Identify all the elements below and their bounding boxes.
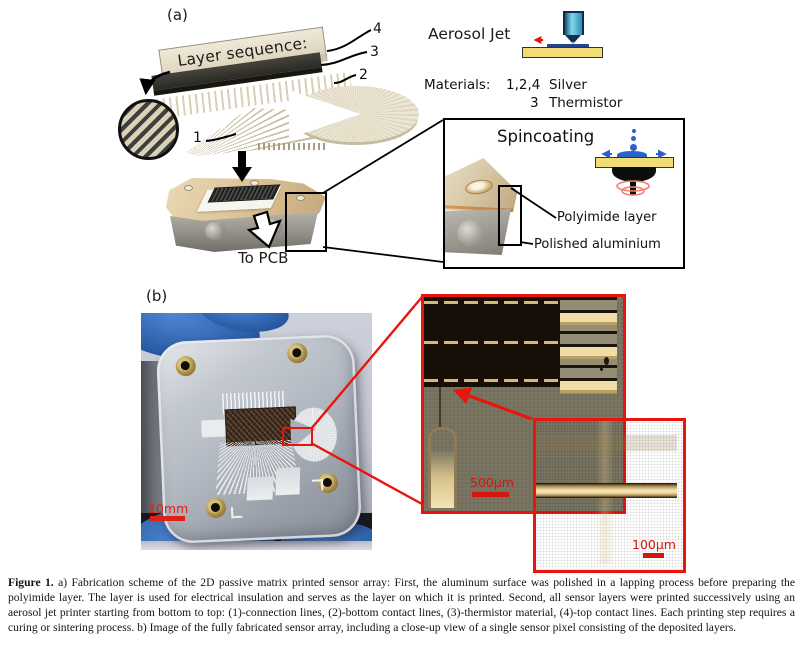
polished-aluminium-label: Polished aluminium	[534, 237, 661, 252]
figure-caption: Figure 1. a) Fabrication scheme of the 2…	[8, 576, 795, 636]
polished-corner-piece	[444, 158, 523, 258]
zoom-connector-bottom	[322, 246, 444, 263]
droplet-icon	[631, 136, 636, 141]
corner-screw	[286, 342, 308, 364]
figure-caption-text: a) Fabrication scheme of the 2D passive …	[8, 576, 795, 634]
printed-contact-bar	[201, 419, 228, 438]
device-screw-hole	[184, 185, 193, 191]
aerosol-jet-nozzle-tip-icon	[565, 35, 581, 44]
device-screw-hole	[296, 195, 305, 201]
panel-b-label: (b)	[146, 287, 168, 305]
device-bore-hole-right	[262, 218, 282, 236]
micrograph-inset-box: 100μm	[533, 418, 686, 573]
leader-line-3	[320, 51, 368, 66]
substrate-icon	[522, 47, 603, 58]
layer-1-pad-dots	[258, 143, 328, 150]
contact-line-gold	[424, 301, 560, 304]
polyimide-layer-label: Polyimide layer	[557, 210, 657, 225]
printed-pad-left	[246, 476, 274, 501]
inset-scale-bar	[643, 553, 664, 558]
materials-silver-name: Silver	[549, 77, 587, 93]
spincoater-stem-icon	[630, 180, 636, 195]
layer-label-4: 4	[373, 21, 382, 37]
aerosol-jet-nozzle-icon	[563, 11, 584, 35]
zoom-circle-icon	[118, 99, 179, 160]
corner-bore-hole	[457, 220, 484, 246]
aerosol-jet-title: Aerosol Jet	[428, 25, 511, 43]
closeup-scale-bar-label: 500μm	[470, 475, 514, 490]
corner-zoom-outline	[285, 192, 327, 252]
debris-speck	[600, 367, 603, 371]
closeup-scale-bar	[472, 492, 509, 497]
spincoater-chuck-icon	[612, 167, 656, 182]
inset-gold-contact-line	[536, 483, 677, 498]
pixel-zoom-outline	[282, 427, 313, 446]
layer-1-fan-disc	[289, 86, 419, 142]
printed-trace-icon	[547, 44, 589, 48]
debris-speck	[604, 357, 609, 365]
connection-line-loop	[428, 427, 457, 508]
materials-label: Materials:	[424, 77, 491, 93]
materials-thermistor-name: Thermistor	[549, 95, 623, 111]
device-bore-hole-left	[205, 222, 225, 240]
contact-line-gold	[424, 341, 560, 344]
panel-a-label: (a)	[167, 6, 188, 24]
alignment-mark	[311, 479, 324, 491]
corner-screw	[175, 355, 197, 377]
sensor-array-photo: 10mm	[141, 313, 372, 550]
materials-silver-layers: 1,2,4	[506, 77, 541, 93]
connection-line-vertical	[439, 387, 441, 429]
down-arrow-icon	[232, 151, 252, 182]
corner-screw	[205, 497, 227, 519]
coating-blob-icon	[617, 151, 647, 159]
inset-band	[536, 435, 677, 451]
layer-label-3: 3	[370, 44, 379, 60]
leader-line-4	[326, 29, 372, 52]
contact-line-gold	[424, 379, 560, 382]
device-screw-hole	[250, 180, 259, 186]
alignment-mark	[230, 506, 243, 519]
photo-scale-bar-label: 10mm	[148, 501, 189, 516]
spincoating-title: Spincoating	[497, 127, 595, 146]
figure-caption-label: Figure 1.	[8, 576, 54, 589]
droplet-icon	[632, 129, 636, 133]
thermistor-dark-region	[424, 297, 560, 387]
table-surface	[141, 541, 372, 550]
contact-lines-stripes	[560, 297, 617, 394]
fan-disc-notch	[289, 90, 361, 139]
inset-scale-bar-label: 100μm	[632, 537, 676, 552]
layer-label-2: 2	[359, 67, 368, 83]
photo-scale-bar	[150, 516, 185, 521]
layer-label-1: 1	[193, 130, 202, 146]
to-pcb-label: To PCB	[238, 249, 289, 267]
printed-pad-right	[275, 467, 301, 496]
droplet-icon	[630, 144, 637, 151]
materials-thermistor-layer: 3	[530, 95, 539, 111]
